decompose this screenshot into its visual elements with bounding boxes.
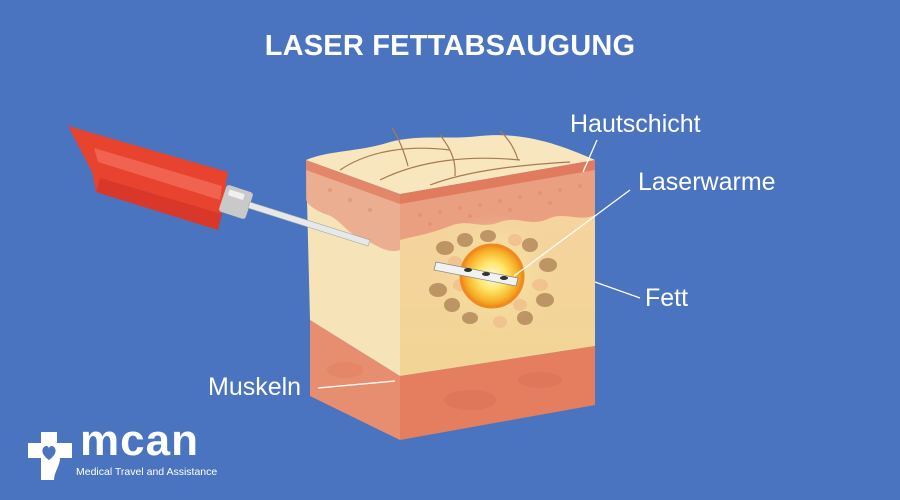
- label-laser-heat: Laserwarme: [638, 168, 776, 196]
- label-fat: Fett: [645, 284, 689, 312]
- cross-heart-icon: [28, 432, 72, 480]
- label-muscle: Muskeln: [208, 373, 302, 401]
- cannula-handpiece: [68, 126, 371, 247]
- label-skin-layer: Hautschicht: [570, 110, 701, 138]
- logo-wordmark: mcan: [80, 416, 199, 465]
- logo-tagline: Medical Travel and Assistance: [76, 466, 218, 478]
- skin-surface: [306, 135, 595, 194]
- cannula-tip: [433, 261, 519, 287]
- muscle-layer: [310, 320, 595, 440]
- page-title: LASER FETTABSAUGUNG: [264, 30, 636, 62]
